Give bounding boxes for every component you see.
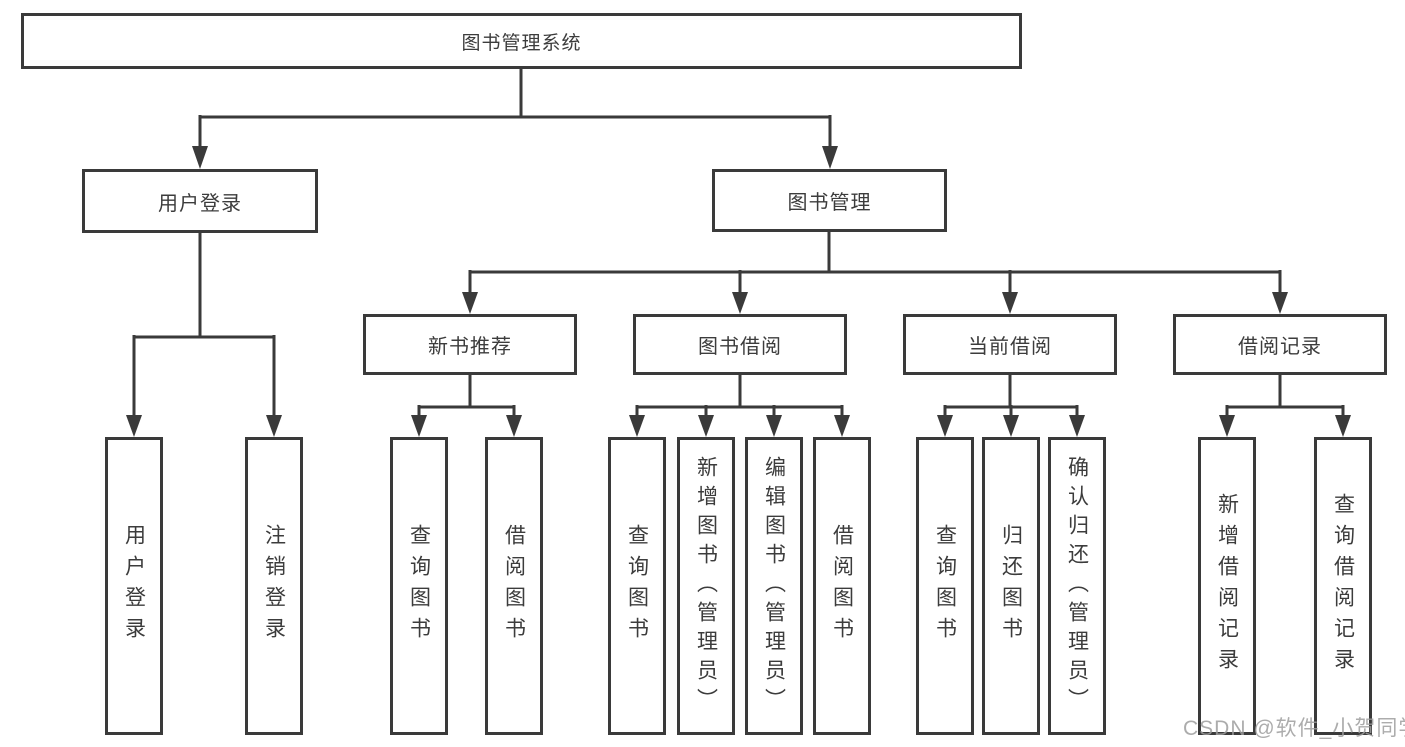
node-book-borrow: 图书借阅: [633, 314, 847, 375]
leaf-query-books-current: 查询图书: [916, 437, 974, 735]
leaf-add-book-admin: 新增图书（管理员）: [677, 437, 735, 735]
node-new-book-recommend: 新书推荐: [363, 314, 577, 375]
leaf-query-books-borrow: 查询图书: [608, 437, 666, 735]
leaf-edit-book-admin: 编辑图书（管理员）: [745, 437, 803, 735]
node-book-management: 图书管理: [712, 169, 947, 232]
leaf-query-borrow-record: 查询借阅记录: [1314, 437, 1372, 735]
leaf-confirm-return-admin: 确认归还（管理员）: [1048, 437, 1106, 735]
leaf-borrow-books-recommend: 借阅图书: [485, 437, 543, 735]
leaf-return-book: 归还图书: [982, 437, 1040, 735]
watermark: CSDN @软件_小贺同学: [1183, 717, 1405, 740]
leaf-add-borrow-record: 新增借阅记录: [1198, 437, 1256, 735]
leaf-query-books-recommend: 查询图书: [390, 437, 448, 735]
node-user-login: 用户登录: [82, 169, 318, 233]
node-borrow-records: 借阅记录: [1173, 314, 1387, 375]
leaf-borrow-books-borrow: 借阅图书: [813, 437, 871, 735]
leaf-user-login: 用户登录: [105, 437, 163, 735]
node-library-management-system: 图书管理系统: [21, 13, 1022, 69]
node-current-borrow: 当前借阅: [903, 314, 1117, 375]
leaf-logout: 注销登录: [245, 437, 303, 735]
